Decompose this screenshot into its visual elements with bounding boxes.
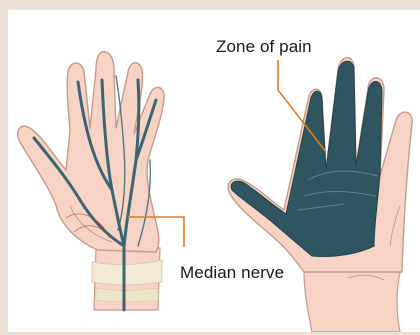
right-forearm (304, 272, 400, 332)
left-hand (18, 52, 164, 310)
right-hand (228, 58, 412, 332)
carpal-tunnel-figure: Zone of pain Median nerve (8, 10, 420, 332)
zone-of-pain-label: Zone of pain (216, 37, 312, 57)
pain-zone (231, 61, 382, 256)
wrist-band-lower (96, 288, 158, 302)
median-nerve-label: Median nerve (180, 263, 284, 283)
left-palm (18, 52, 164, 252)
hands-illustration (8, 10, 420, 332)
